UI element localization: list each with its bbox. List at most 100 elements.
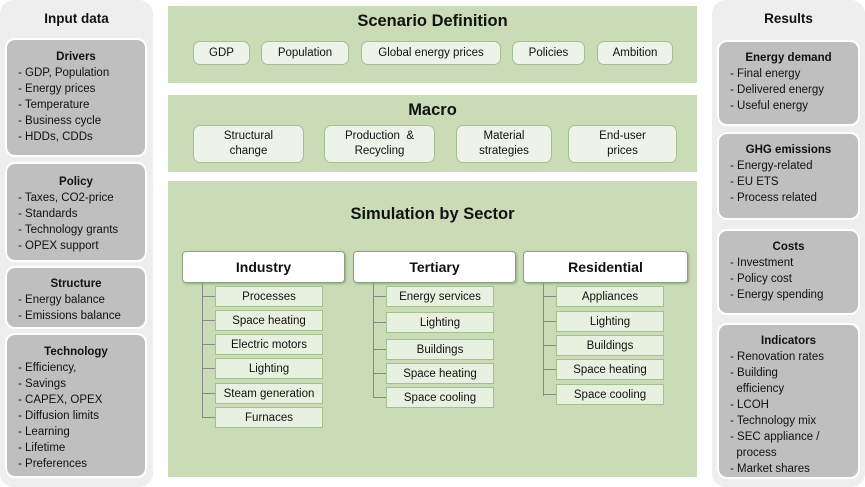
- list-item: GDP, Population: [18, 65, 145, 81]
- list-item: Market shares: [730, 461, 858, 477]
- list-item: Delivered energy: [730, 82, 858, 98]
- residential-item-buildings: Buildings: [556, 335, 664, 356]
- list-item: Technology mix: [730, 413, 858, 429]
- scenario-item-gdp: GDP: [193, 41, 250, 65]
- connector-line: [543, 394, 556, 395]
- group-title: Policy: [59, 176, 93, 188]
- list-item: Final energy: [730, 66, 858, 82]
- group-title: Indicators: [761, 335, 816, 347]
- connector-line: [373, 373, 386, 374]
- pill-line: Structural: [223, 130, 274, 142]
- macro-item-structural-change: Structural change: [193, 125, 304, 163]
- connector-line: [202, 368, 215, 369]
- connector-line: [202, 296, 215, 297]
- macro-item-material-strategies: Material strategies: [456, 125, 552, 163]
- sector-residential-header: Residential: [523, 251, 688, 283]
- list-item: Learning: [18, 424, 145, 440]
- results-group-indicators: Indicators Renovation rates Building eff…: [717, 323, 860, 479]
- list-item: Temperature: [18, 97, 145, 113]
- group-title: Technology: [44, 346, 108, 358]
- pill-line: Recycling: [354, 145, 405, 157]
- list-item: Useful energy: [730, 98, 858, 114]
- scenario-item-policies: Policies: [512, 41, 585, 65]
- list-item: Emissions balance: [18, 308, 145, 324]
- residential-item-appliances: Appliances: [556, 286, 664, 307]
- industry-item-steam-generation: Steam generation: [215, 383, 323, 404]
- macro-item-end-user-prices: End-user prices: [568, 125, 677, 163]
- input-group-technology: Technology Efficiency, Savings CAPEX, OP…: [5, 333, 147, 478]
- connector-line: [202, 393, 215, 394]
- group-title: GHG emissions: [745, 144, 832, 156]
- residential-item-space-heating: Space heating: [556, 359, 664, 380]
- results-group-costs: Costs Investment Policy cost Energy spen…: [717, 229, 860, 315]
- list-item: SEC appliance /: [730, 429, 858, 445]
- industry-item-furnaces: Furnaces: [215, 407, 323, 428]
- results-title: Results: [764, 11, 813, 26]
- list-item: Lifetime: [18, 440, 145, 456]
- list-item: Efficiency,: [18, 360, 145, 376]
- list-item: Preferences: [18, 456, 145, 472]
- list-item: efficiency: [736, 383, 785, 395]
- list-item: process: [736, 447, 777, 459]
- pill-line: change: [229, 145, 268, 157]
- scenario-definition-panel: Scenario Definition GDP Population Globa…: [168, 6, 697, 83]
- group-title: Energy demand: [745, 52, 832, 64]
- list-item: Process related: [730, 190, 858, 206]
- pill-line: Production &: [344, 130, 415, 142]
- list-item: Taxes, CO2-price: [18, 190, 145, 206]
- group-title: Structure: [50, 278, 102, 290]
- list-item: Diffusion limits: [18, 408, 145, 424]
- connector-line: [543, 345, 556, 346]
- macro-item-production-recycling: Production & Recycling: [324, 125, 435, 163]
- connector-line: [543, 283, 544, 396]
- sector-tertiary-header: Tertiary: [353, 251, 516, 283]
- results-group-energy-demand: Energy demand Final energy Delivered ene…: [717, 40, 860, 126]
- list-item: Energy prices: [18, 81, 145, 97]
- list-item: EU ETS: [730, 174, 858, 190]
- pill-line: Material: [483, 130, 525, 142]
- scenario-item-global-energy-prices: Global energy prices: [361, 41, 501, 65]
- pill-line: End-user: [599, 130, 646, 142]
- connector-line: [202, 283, 203, 418]
- list-item: Building: [730, 365, 858, 381]
- connector-line: [373, 349, 386, 350]
- list-item: OPEX support: [18, 238, 145, 254]
- pill-line: prices: [607, 145, 638, 157]
- input-data-column: Input data Drivers GDP, Population Energ…: [0, 0, 153, 487]
- industry-item-processes: Processes: [215, 286, 323, 307]
- residential-item-lighting: Lighting: [556, 311, 664, 332]
- list-item: LCOH: [730, 397, 858, 413]
- input-data-title: Input data: [44, 11, 109, 26]
- list-item: Renovation rates: [730, 349, 858, 365]
- list-item: Technology grants: [18, 222, 145, 238]
- connector-line: [202, 344, 215, 345]
- sector-industry-header: Industry: [182, 251, 345, 283]
- residential-item-space-cooling: Space cooling: [556, 384, 664, 405]
- tertiary-item-space-cooling: Space cooling: [386, 387, 494, 408]
- list-item: Savings: [18, 376, 145, 392]
- results-group-ghg-emissions: GHG emissions Energy-related EU ETS Proc…: [717, 132, 860, 220]
- list-item: Investment: [730, 255, 858, 271]
- macro-panel: Macro Structural change Production & Rec…: [168, 95, 697, 172]
- macro-title: Macro: [408, 101, 457, 119]
- list-item: HDDs, CDDs: [18, 129, 145, 145]
- tertiary-item-space-heating: Space heating: [386, 363, 494, 384]
- pill-line: strategies: [479, 145, 529, 157]
- connector-line: [202, 320, 215, 321]
- list-item: Policy cost: [730, 271, 858, 287]
- results-column: Results Energy demand Final energy Deliv…: [712, 0, 865, 487]
- connector-line: [373, 322, 386, 323]
- scenario-definition-title: Scenario Definition: [357, 12, 508, 30]
- connector-line: [202, 417, 215, 418]
- group-title: Drivers: [56, 51, 96, 63]
- list-item: Standards: [18, 206, 145, 222]
- list-item: Business cycle: [18, 113, 145, 129]
- list-item: Energy-related: [730, 158, 858, 174]
- tertiary-item-lighting: Lighting: [386, 312, 494, 333]
- industry-item-electric-motors: Electric motors: [215, 334, 323, 355]
- list-item: CAPEX, OPEX: [18, 392, 145, 408]
- tertiary-item-energy-services: Energy services: [386, 286, 494, 307]
- scenario-item-ambition: Ambition: [597, 41, 673, 65]
- simulation-title: Simulation by Sector: [350, 205, 515, 223]
- simulation-panel: Simulation by Sector Industry Processes …: [168, 181, 697, 477]
